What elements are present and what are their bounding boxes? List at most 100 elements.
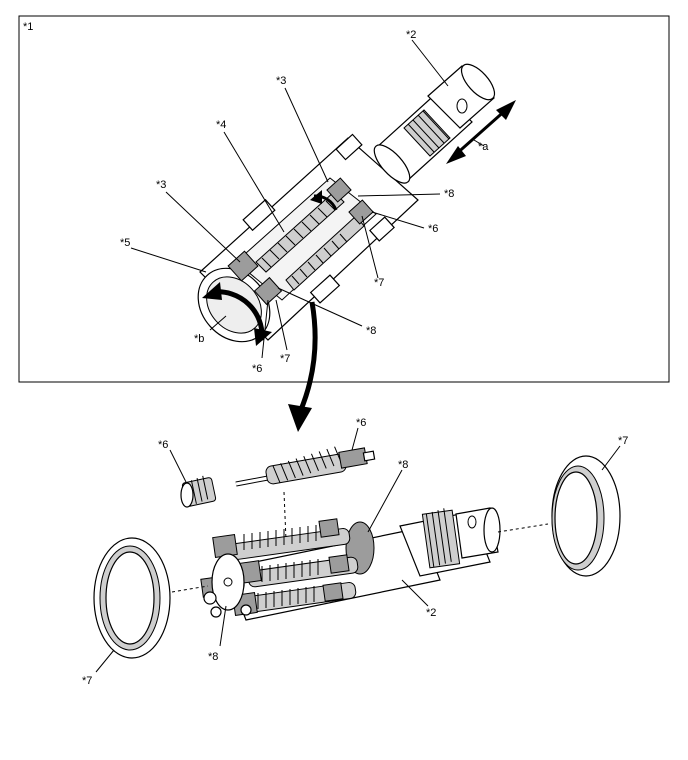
shaft-end-face xyxy=(460,63,496,101)
label-ring5: *5 xyxy=(120,237,130,249)
leader-5 xyxy=(130,247,207,273)
linear-arrow-a xyxy=(453,106,509,158)
planet-roller-lower-threads xyxy=(291,233,348,285)
leader-7-exploded-right xyxy=(601,445,621,471)
exploded-ring-left xyxy=(93,537,171,659)
label-shaft-top: *2 xyxy=(406,29,416,41)
screw-pin-inner xyxy=(235,476,269,486)
label-planet8-top-bottom: *8 xyxy=(366,325,376,337)
label-gear6-right: *6 xyxy=(428,223,438,235)
assembled-assembly xyxy=(197,63,516,346)
housing-lug-rear xyxy=(335,133,363,161)
leader-8-exploded-top xyxy=(367,469,403,533)
leader-8-bottom xyxy=(277,287,363,327)
label-planet8-exploded-bottom: *8 xyxy=(208,651,218,663)
label-planet8-exploded-top: *8 xyxy=(398,459,408,471)
label-screw4: *4 xyxy=(216,119,226,131)
gear-rear-lower xyxy=(348,199,374,225)
leader-7-exploded-left xyxy=(95,649,115,673)
linear-arrow-a-head-2 xyxy=(496,100,516,120)
carrier-pin-2 xyxy=(210,606,222,618)
label-gear3-left: *3 xyxy=(156,179,166,191)
label-gear6-bottom: *6 xyxy=(252,363,262,375)
align-shaft-ring-right xyxy=(497,523,549,533)
label-gear6-exploded-left: *6 xyxy=(158,439,168,451)
align-ring-left-carrier xyxy=(171,585,209,593)
label-ring7-exploded-right: *7 xyxy=(618,435,628,447)
top-leader-lines xyxy=(130,39,485,359)
gear-rear-upper xyxy=(326,177,352,203)
planet-gear-5 xyxy=(318,518,340,538)
planet-gear-7 xyxy=(322,582,344,602)
leader-3-left xyxy=(165,191,241,263)
explode-arrow-head xyxy=(288,404,312,432)
leader-a xyxy=(473,139,485,147)
small-gear-face xyxy=(180,482,194,508)
screw-threaded-body xyxy=(265,453,347,485)
label-frame: *1 xyxy=(23,21,33,33)
shaft-end-exploded-face xyxy=(483,507,501,553)
screw-thread-lines xyxy=(272,446,343,483)
rotation-arrow-b xyxy=(211,289,265,341)
label-gear6-exploded-top: *6 xyxy=(356,417,366,429)
housing-lug-side xyxy=(369,216,395,242)
label-ring7-top-bottom: *7 xyxy=(280,353,290,365)
leader-7-right xyxy=(361,215,379,279)
housing-lug-bottom xyxy=(309,274,341,304)
leader-2-bottom xyxy=(401,579,429,607)
label-planet8-top-right: *8 xyxy=(444,188,454,200)
exploded-leader-lines xyxy=(95,427,621,673)
ring-left-bore xyxy=(105,551,155,645)
leader-4 xyxy=(223,131,285,233)
explode-arrow xyxy=(297,301,318,413)
label-gear3-top: *3 xyxy=(276,75,286,87)
rotation-arrow-b-head-2 xyxy=(254,328,272,346)
label-arrow-a: *a xyxy=(478,141,489,153)
shaft-spline-teeth xyxy=(407,110,450,153)
planet-roller-2-threads xyxy=(261,559,319,582)
ring-right-bore xyxy=(554,471,598,565)
shaft-spline-exploded-teeth xyxy=(425,508,452,568)
shaft-flange xyxy=(373,144,411,184)
label-ring7-exploded-left: *7 xyxy=(82,675,92,687)
shaft-end-exploded-hole xyxy=(467,515,477,529)
leader-8-right xyxy=(357,193,441,197)
leader-6-bottom xyxy=(261,299,269,359)
leader-6-exploded-top xyxy=(351,427,359,451)
align-screw-carrier xyxy=(283,491,287,541)
planet-roller-1-threads xyxy=(243,525,317,550)
linear-arrow-a-head-1 xyxy=(446,146,466,164)
leader-3-top xyxy=(284,87,329,183)
housing-lug-top xyxy=(242,198,276,232)
label-shaft-bottom: *2 xyxy=(426,607,436,619)
screw-end-gear xyxy=(338,447,368,469)
gear-front-lower xyxy=(253,276,283,306)
shaft-cross-hole xyxy=(456,98,468,114)
planet-roller-lower xyxy=(285,215,365,291)
assembled-view-frame xyxy=(18,15,670,383)
leader-2-top xyxy=(411,39,449,87)
leader-8-exploded-bottom xyxy=(219,605,227,647)
label-arrow-b: *b xyxy=(194,333,204,345)
exploded-assembly xyxy=(93,446,621,659)
leader-6-exploded-left xyxy=(169,449,187,483)
carrier-pin-1 xyxy=(203,591,217,605)
label-ring7-top-right: *7 xyxy=(374,277,384,289)
leader-7-bottom xyxy=(275,299,288,351)
exploded-shaft-planets xyxy=(200,507,501,621)
exploded-screw xyxy=(235,446,376,487)
rotation-arrow-b-head-1 xyxy=(202,282,222,300)
carrier-center-hole xyxy=(223,577,233,587)
leader-6-right xyxy=(371,211,425,229)
leader-b xyxy=(209,315,227,331)
internal-screw xyxy=(255,191,365,291)
exploded-ring-right xyxy=(551,455,621,577)
shaft-spline xyxy=(403,109,451,157)
carrier-pin-3 xyxy=(240,604,252,616)
screw-threads xyxy=(261,200,336,268)
planet-gear-6 xyxy=(328,554,350,574)
exploded-small-gear xyxy=(180,475,217,508)
rotation-arrow-small-head xyxy=(310,190,322,204)
